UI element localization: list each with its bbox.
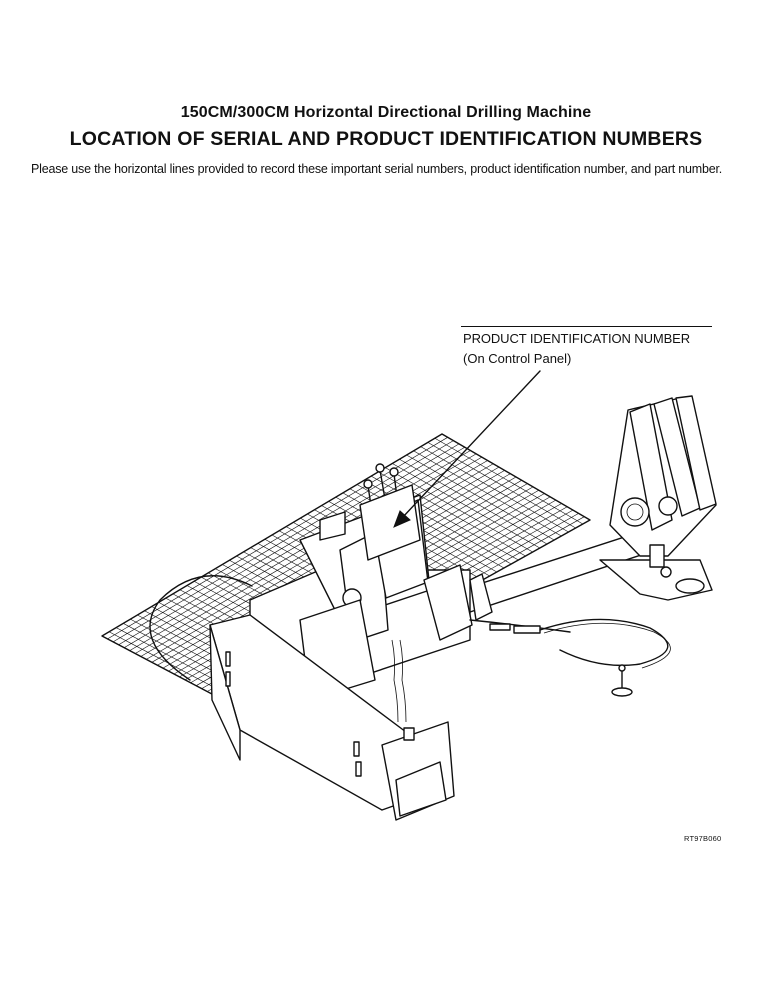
document-title: LOCATION OF SERIAL AND PRODUCT IDENTIFIC… <box>69 128 703 150</box>
strike-probe <box>611 664 633 697</box>
control-panel <box>359 484 421 561</box>
front-stabilizer <box>209 614 455 821</box>
chain <box>391 639 407 723</box>
intro-paragraph: Please use the horizontal lines provided… <box>31 162 723 176</box>
ground-grid-outline <box>101 433 591 713</box>
record-line <box>461 326 712 327</box>
callout-label: PRODUCT IDENTIFICATION NUMBER <box>463 331 691 346</box>
callout-note: (On Control Panel) <box>463 351 572 366</box>
figure-id: RT97B060 <box>684 834 722 843</box>
stake-down-frame <box>609 395 717 578</box>
callout-arrow <box>393 370 541 528</box>
document-subtitle: 150CM/300CM Horizontal Directional Drill… <box>180 104 592 121</box>
hoses <box>149 575 671 681</box>
